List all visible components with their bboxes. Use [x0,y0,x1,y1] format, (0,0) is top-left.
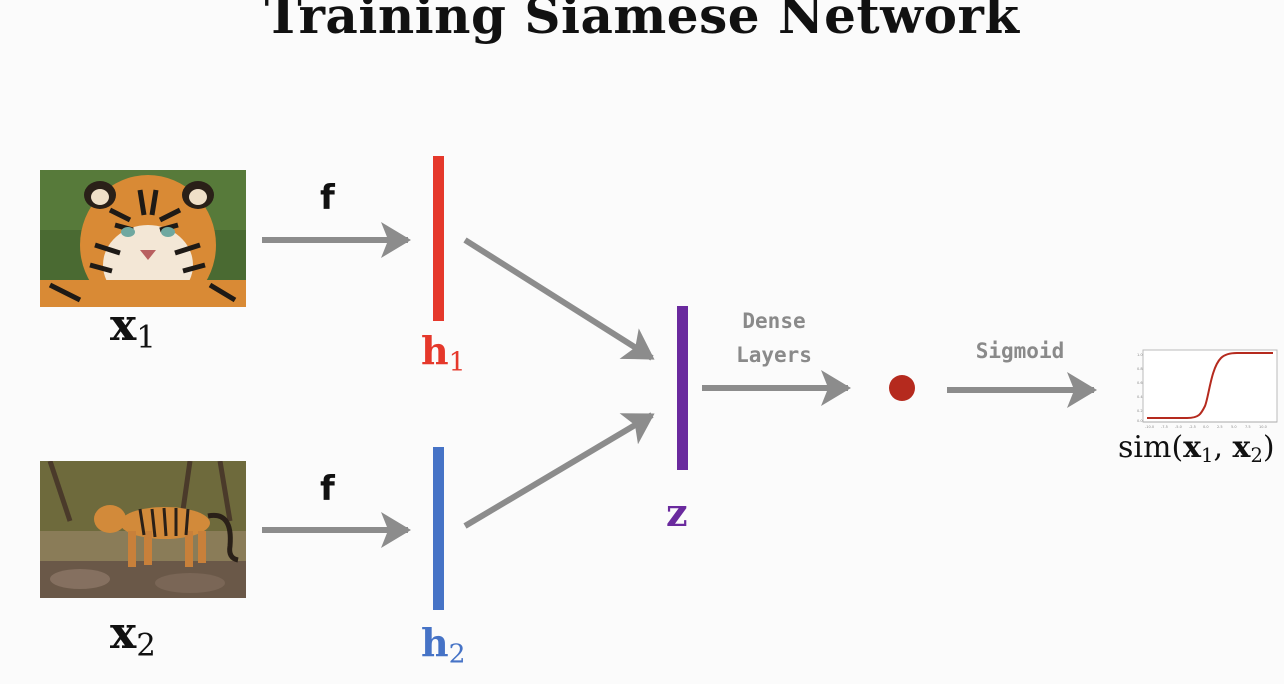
z-label: z [666,490,688,535]
svg-text:7.5: 7.5 [1245,425,1251,429]
encoder-label-top: f [320,178,335,218]
output-neuron [889,375,915,401]
svg-text:5.0: 5.0 [1231,425,1237,429]
svg-text:0.0: 0.0 [1203,425,1209,429]
arrow-h2-z [463,412,655,529]
h1-label: h1 [421,328,466,378]
svg-text:10.0: 10.0 [1259,425,1267,429]
svg-text:0.2: 0.2 [1137,409,1143,413]
page-title: Training Siamese Network [264,0,1020,45]
svg-text:-10.0: -10.0 [1145,425,1154,429]
encoder-label-bottom: f [320,469,335,509]
input-label-x1: x1 [110,300,156,356]
svg-text:-7.5: -7.5 [1161,425,1168,429]
h2-feature-bar [433,447,444,610]
svg-text:-2.5: -2.5 [1189,425,1196,429]
svg-text:-5.0: -5.0 [1175,425,1182,429]
dense-layers-label: Dense Layers [736,309,812,367]
tiger-face-image [40,170,246,307]
svg-text:0.4: 0.4 [1137,395,1143,399]
svg-text:0.6: 0.6 [1137,381,1143,385]
svg-text:2.5: 2.5 [1217,425,1223,429]
tiger-standing-image [40,461,246,598]
svg-text:1.0: 1.0 [1137,353,1143,357]
input-label-x2: x2 [110,608,156,664]
h1-feature-bar [433,156,444,321]
arrow-h1-z [463,237,655,361]
h2-label: h2 [421,620,466,670]
sigmoid-curve-plot: -10.0 -7.5 -5.0 -2.5 0.0 2.5 5.0 7.5 10.0 1.0 0… [1137,348,1281,432]
svg-text:0.8: 0.8 [1137,367,1143,371]
z-feature-bar [677,306,688,470]
svg-text:0.0: 0.0 [1137,419,1143,423]
sigmoid-curve [1147,352,1273,419]
sigmoid-label: Sigmoid [975,339,1065,363]
similarity-output-label: sim(x1, x2) [1118,430,1275,467]
